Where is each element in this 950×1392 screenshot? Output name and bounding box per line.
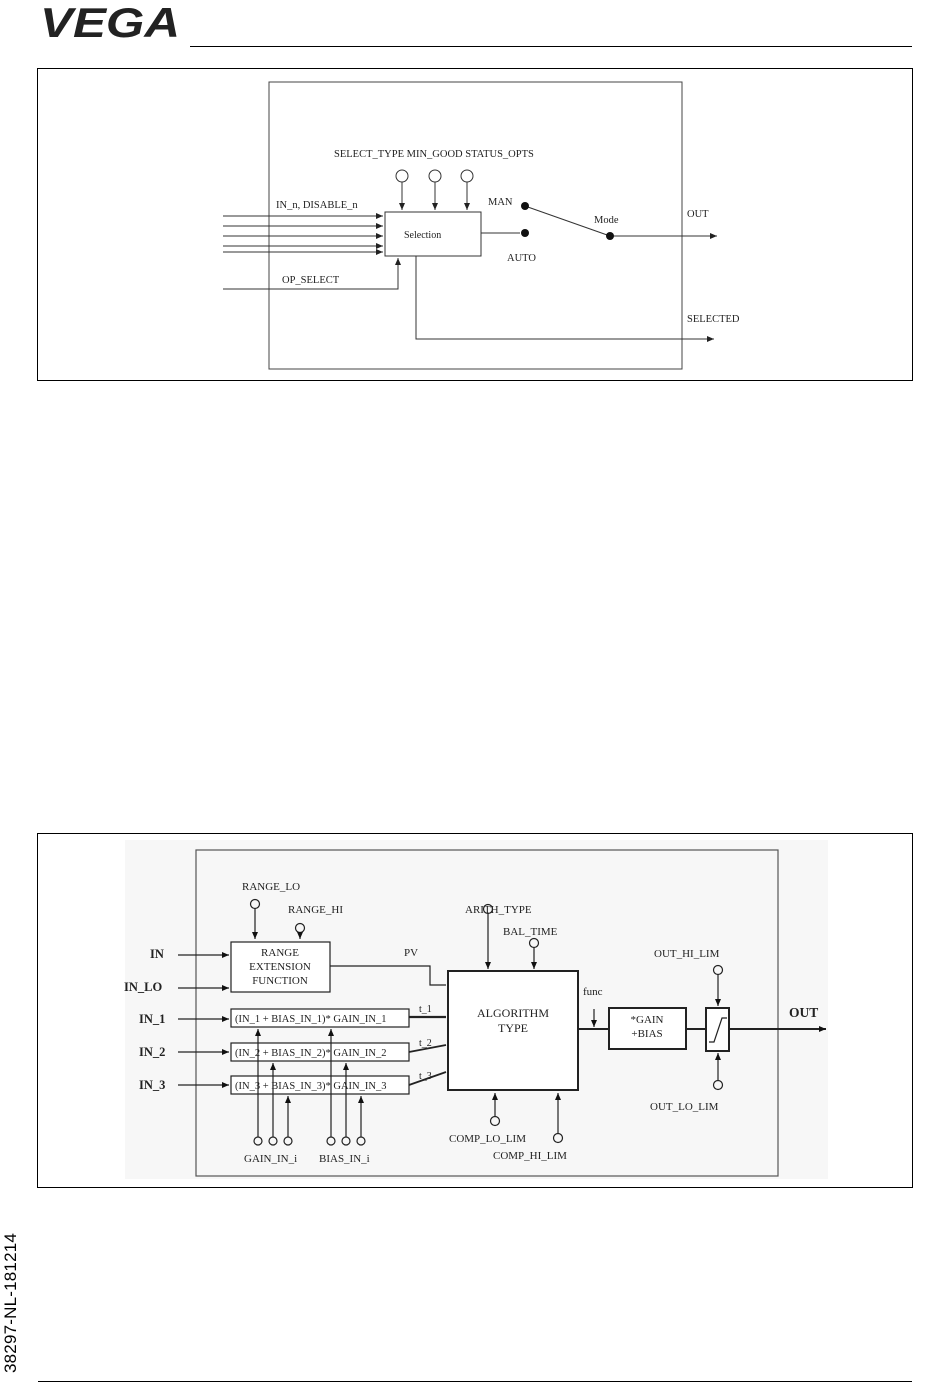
comp-lo-lim-label: COMP_LO_LIM: [449, 1133, 526, 1145]
vega-logo-text: VEGA: [40, 4, 180, 40]
comp-hi-lim-label: COMP_HI_LIM: [493, 1150, 567, 1162]
range-extension-line-1: RANGE: [261, 947, 299, 959]
algorithm-box: [447, 970, 579, 1091]
row-1-label: (IN_1 + BIAS_IN_1)* GAIN_IN_1: [235, 1014, 386, 1025]
man-node: [521, 202, 529, 210]
out-lo-lim-connector: [712, 1079, 724, 1091]
pv-label: PV: [404, 947, 418, 959]
status-opts-connector: [460, 169, 474, 183]
range-extension-box: [230, 941, 331, 993]
mode-label: Mode: [594, 215, 619, 226]
auto-label: AUTO: [507, 253, 536, 264]
algorithm-line-1: ALGORITHM: [477, 1006, 549, 1020]
man-label: MAN: [488, 197, 513, 208]
range-lo-connector: [249, 898, 261, 910]
algorithm-line-2: TYPE: [498, 1021, 528, 1035]
range-lo-label: RANGE_LO: [242, 881, 300, 893]
bal-time-connector: [528, 937, 540, 949]
bal-time-label: BAL_TIME: [503, 926, 558, 938]
selected-label: SELECTED: [687, 314, 740, 325]
selector-block-diagram: SELECT_TYPE MIN_GOOD STATUS_OPTS IN_n, D…: [37, 68, 913, 381]
vega-logo: VEGA: [40, 4, 180, 40]
out-lo-lim-label: OUT_LO_LIM: [650, 1101, 719, 1113]
in-label: IN: [150, 947, 164, 961]
op-select-label: OP_SELECT: [282, 275, 340, 286]
gain-bias-line-2: +BIAS: [631, 1028, 662, 1040]
arith-type-label: ARITH_TYPE: [465, 904, 532, 916]
in-2-label: IN_2: [139, 1045, 165, 1059]
document-code: 38297-NL-181214: [1, 1232, 20, 1373]
row-2-label: (IN_2 + BIAS_IN_2)* GAIN_IN_2: [235, 1048, 386, 1059]
param-labels: SELECT_TYPE MIN_GOOD STATUS_OPTS: [334, 149, 534, 160]
comp-lo-lim-connector: [489, 1115, 501, 1127]
select-type-connector: [395, 169, 409, 183]
mode-switch-node: [606, 232, 614, 240]
func-label: func: [583, 986, 603, 998]
gain-in-i-label: GAIN_IN_i: [244, 1153, 297, 1165]
in-3-label: IN_3: [139, 1078, 165, 1092]
t-3-label: t_3: [419, 1071, 432, 1082]
auto-node: [521, 229, 529, 237]
arith-type-connector: [482, 903, 494, 915]
t-1-label: t_1: [419, 1004, 432, 1015]
in-1-label: IN_1: [139, 1012, 165, 1026]
function-block-border: [195, 849, 779, 1177]
out-label: OUT: [687, 209, 709, 220]
bias-in-i-label: BIAS_IN_i: [319, 1153, 370, 1165]
header-rule: [190, 46, 912, 47]
comp-hi-lim-connector: [552, 1132, 564, 1144]
out-label: OUT: [789, 1005, 818, 1020]
selection-label: Selection: [404, 230, 441, 241]
in-lo-label: IN_LO: [124, 980, 162, 994]
range-extension-line-2: EXTENSION: [249, 961, 311, 973]
limiter-box: [705, 1007, 730, 1052]
row-3-label: (IN_3 + BIAS_IN_3)* GAIN_IN_3: [235, 1081, 386, 1092]
out-hi-lim-label: OUT_HI_LIM: [654, 948, 720, 960]
arithmetic-block-diagram: RANGE_LO RANGE_HI IN IN_LO IN_1 IN_2 IN_…: [37, 833, 913, 1188]
min-good-connector: [428, 169, 442, 183]
range-hi-label: RANGE_HI: [288, 904, 343, 916]
t-2-label: t_2: [419, 1038, 432, 1049]
out-hi-lim-connector: [712, 964, 724, 976]
gain-bias-line-1: *GAIN: [631, 1014, 664, 1026]
input-label: IN_n, DISABLE_n: [276, 200, 358, 211]
footer-rule: [38, 1381, 912, 1382]
selection-box: [384, 211, 482, 257]
range-extension-line-3: FUNCTION: [252, 975, 308, 987]
